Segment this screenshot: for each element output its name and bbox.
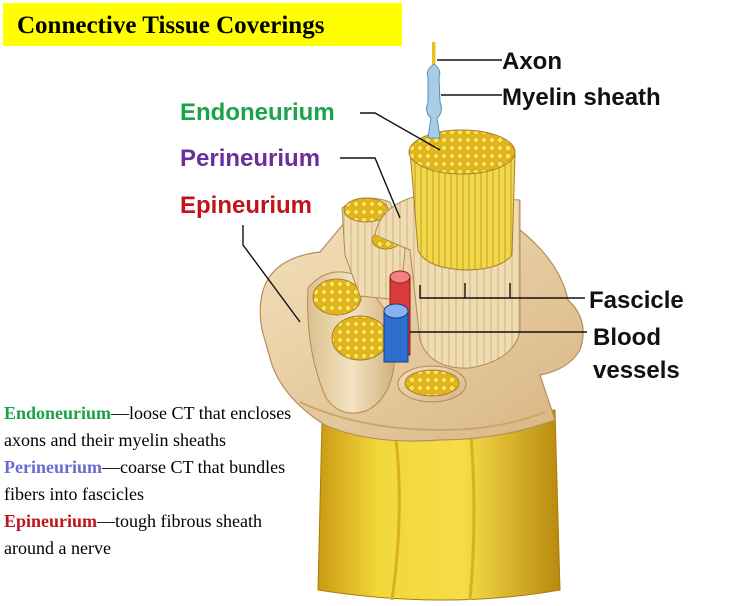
myelin-sheath	[427, 64, 442, 138]
label-blood-vessels-line2: vessels	[593, 357, 680, 385]
label-fascicle: Fascicle	[589, 287, 684, 315]
label-epineurium: Epineurium	[180, 192, 312, 220]
vein	[384, 312, 408, 362]
description-list: Endoneurium—loose CT that encloses axons…	[4, 400, 304, 562]
term-epineurium: Epineurium	[4, 511, 97, 531]
term-endoneurium: Endoneurium	[4, 403, 111, 423]
description-epineurium: Epineurium—tough fibrous sheath around a…	[4, 508, 304, 562]
description-perineurium: Perineurium—coarse CT that bundles fiber…	[4, 454, 304, 508]
label-blood-vessels-line1: Blood	[593, 324, 661, 352]
fascicle-left-face-b	[332, 316, 388, 360]
term-perineurium: Perineurium	[4, 457, 102, 477]
label-perineurium: Perineurium	[180, 145, 320, 173]
label-endoneurium: Endoneurium	[180, 99, 335, 127]
label-myelin-sheath: Myelin sheath	[502, 84, 661, 112]
label-axon: Axon	[502, 48, 562, 76]
description-endoneurium: Endoneurium—loose CT that encloses axons…	[4, 400, 304, 454]
central-fiber-face	[409, 130, 515, 174]
fascicle-left-face-a	[313, 279, 361, 315]
